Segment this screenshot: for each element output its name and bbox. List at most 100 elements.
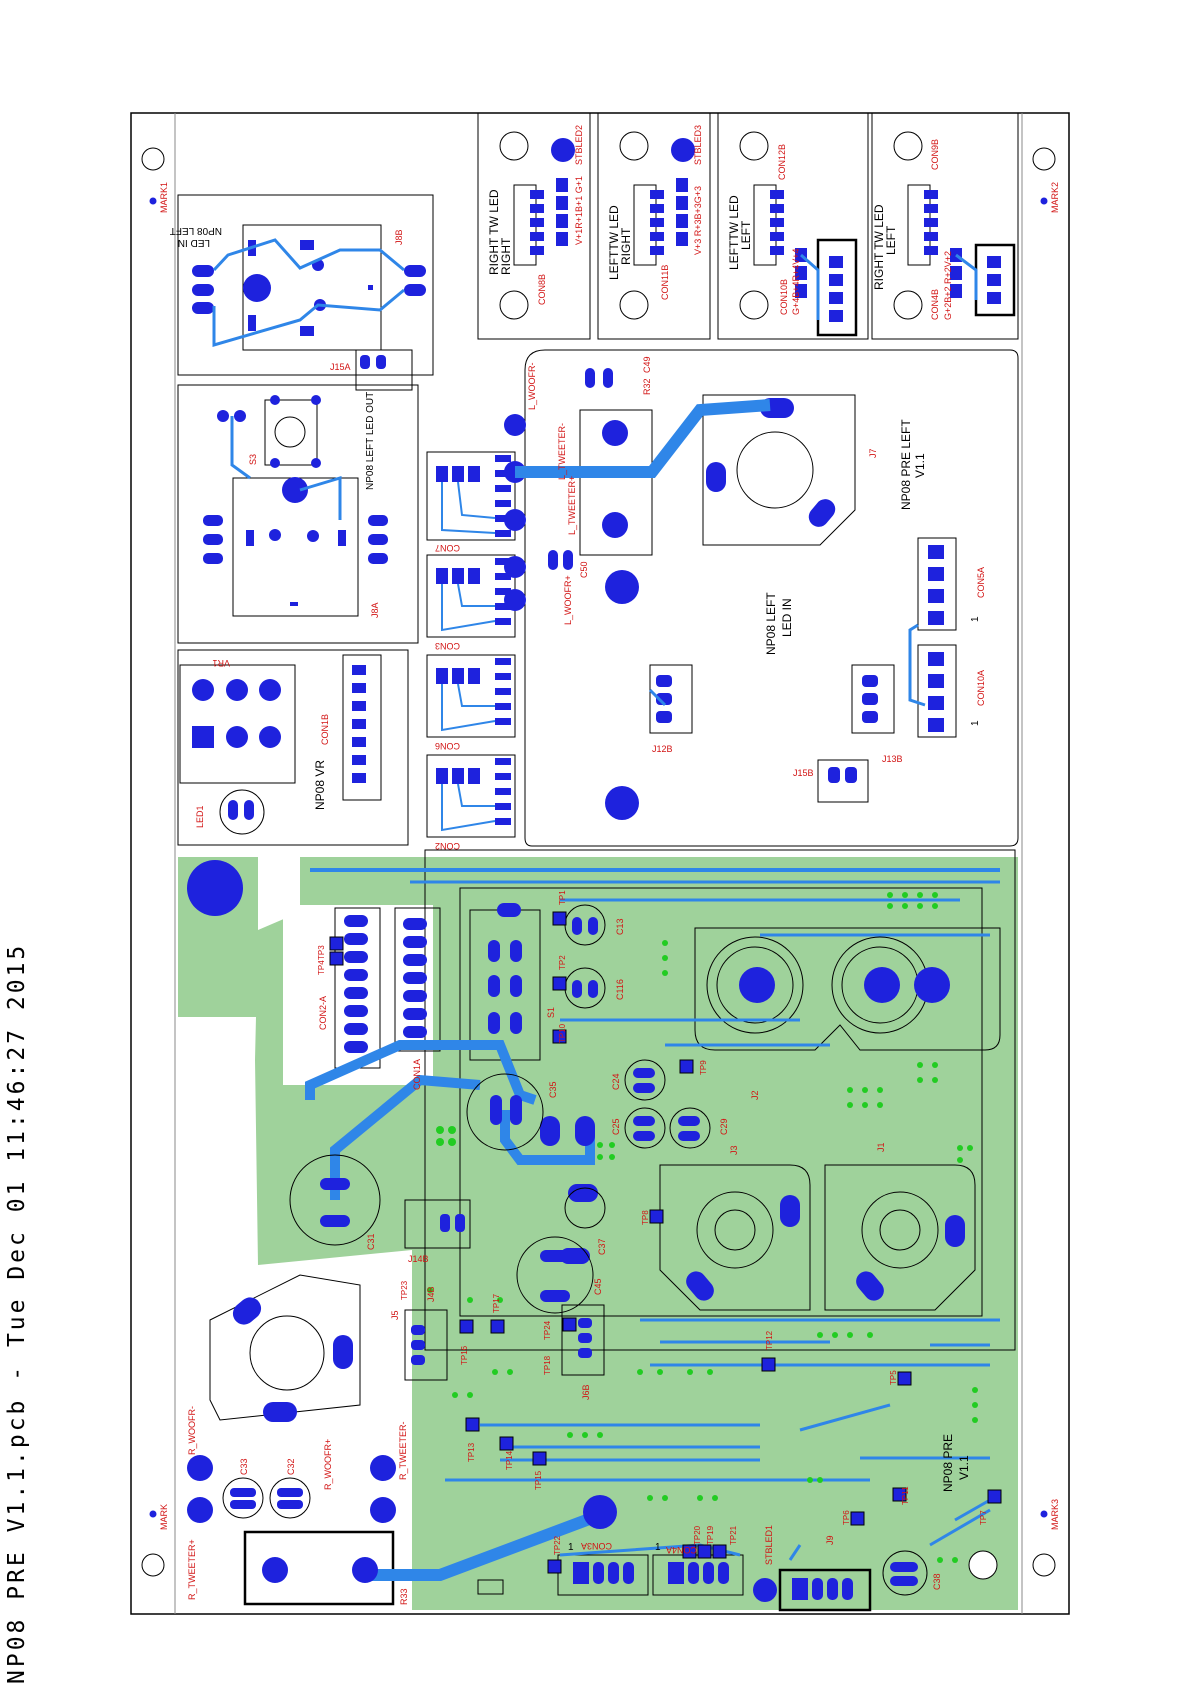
c50-label: C50 bbox=[579, 561, 589, 578]
con-traces bbox=[441, 481, 496, 832]
pre-left-module bbox=[524, 349, 1019, 847]
mod4-con2: CON9B bbox=[930, 139, 940, 170]
j3-label: J3 bbox=[729, 1145, 739, 1155]
l-woofr-plus: L_WOOFR+ bbox=[563, 575, 573, 625]
led-out-sw: S3 bbox=[248, 454, 258, 465]
mod2-con: CON11B bbox=[660, 265, 670, 300]
tp-label: TP7 bbox=[979, 1510, 988, 1525]
pre-left-pads bbox=[504, 368, 944, 820]
left-led-in-traces bbox=[212, 238, 405, 347]
j9-label: J9 bbox=[825, 1535, 835, 1545]
pin-one-c: 1 bbox=[568, 1542, 574, 1553]
pin-one-b: 1 bbox=[970, 720, 981, 726]
tp-label: TP1 bbox=[558, 890, 567, 905]
mod4-pins: G+2B+2 R+2V+2 bbox=[943, 251, 953, 320]
left-led-sub: LED IN bbox=[178, 237, 210, 248]
led-modules bbox=[477, 112, 1019, 340]
pre-left-title: NP08 PRE LEFT bbox=[899, 419, 913, 510]
tp-label: TP21 bbox=[729, 1525, 738, 1545]
mod1-stb: STBLED2 bbox=[574, 125, 584, 165]
j4b-label: J4B bbox=[426, 1286, 436, 1302]
l-tweeter-plus: L_TWEETER+ bbox=[567, 476, 577, 535]
mod2-sub: RIGHT bbox=[619, 227, 633, 265]
tp-label: TP17 bbox=[492, 1293, 501, 1313]
mark3-label: MARK3 bbox=[1050, 1499, 1060, 1530]
mod2-stb: STBLED3 bbox=[693, 125, 703, 165]
j6b-label: J6B bbox=[581, 1384, 591, 1400]
mod1-pins: V+1R+1B+1 G+1 bbox=[574, 176, 584, 245]
pre-traces bbox=[305, 868, 1000, 1581]
tp-label: TP23 bbox=[400, 1280, 409, 1300]
j13b-label: J13B bbox=[882, 754, 903, 764]
led-out-j: J8A bbox=[370, 602, 380, 618]
pre-left-led-sub: LED IN bbox=[780, 598, 794, 637]
j2-label: J2 bbox=[750, 1090, 760, 1100]
left-led-j15: J15A bbox=[330, 362, 351, 372]
c49-label: C49 bbox=[642, 356, 652, 373]
con3a-label: CON3A bbox=[581, 1541, 612, 1551]
tp-label: TP24 bbox=[543, 1320, 552, 1340]
fiducials bbox=[141, 147, 1056, 1577]
mark1-label: MARK1 bbox=[159, 182, 169, 213]
capacitors bbox=[222, 904, 928, 1596]
vr-led: LED1 bbox=[195, 805, 205, 828]
tp-label: TP18 bbox=[543, 1355, 552, 1375]
c13-label: C13 bbox=[615, 918, 625, 935]
con-label-4: CON2 bbox=[435, 841, 460, 851]
pre-left-ver: V1.1 bbox=[913, 453, 927, 478]
test-points bbox=[329, 911, 1002, 1574]
c32-label: C32 bbox=[286, 1458, 296, 1475]
j12b-label: J12B bbox=[652, 744, 673, 754]
left-led-title: NP08 LEFT bbox=[170, 225, 222, 236]
j15b-label: J15B bbox=[793, 768, 814, 778]
left-led-j: J8B bbox=[394, 229, 404, 245]
vr-label: VR1 bbox=[212, 658, 230, 668]
tp-label: TP20 bbox=[693, 1525, 702, 1545]
mark-label: MARK bbox=[159, 1504, 169, 1530]
led-module-traces bbox=[800, 253, 978, 320]
mod3-con: CON10B bbox=[779, 279, 789, 315]
tp-label: TP10 bbox=[558, 1023, 567, 1043]
pre-title: NP08 PRE bbox=[941, 1434, 955, 1492]
mod1-title: RIGHT TW LED bbox=[487, 189, 501, 275]
led-out-pads bbox=[203, 395, 388, 606]
tp-label: TP14 bbox=[505, 1450, 514, 1470]
con4a-label: CON4A bbox=[666, 1545, 697, 1555]
con-label-1: CON7 bbox=[435, 543, 460, 553]
led-out-module bbox=[177, 384, 419, 644]
r-tweeter-plus: R_TWEETER+ bbox=[187, 1539, 197, 1600]
j1-label: J1 bbox=[876, 1142, 886, 1152]
mod3-sub: LEFT bbox=[739, 220, 753, 250]
pre-left-led-title: NP08 LEFT bbox=[764, 592, 778, 655]
pre-left-traces bbox=[515, 399, 926, 707]
con-label-3: CON6 bbox=[435, 741, 460, 751]
file-title: NP08 PRE V1.1.pcb - Tue Dec 01 11:46:27 … bbox=[4, 942, 30, 1684]
c31-label: C31 bbox=[366, 1233, 376, 1250]
led-module-pads bbox=[530, 138, 1001, 322]
mod3-pins: G+4B+4R+4V+4 bbox=[791, 248, 801, 315]
mounting-hole bbox=[968, 1550, 998, 1580]
led-out-traces bbox=[230, 416, 342, 520]
pin-one-a: 1 bbox=[970, 616, 981, 622]
led-out-title: NP08 LEFT LED OUT bbox=[365, 392, 376, 490]
mod1-sub: RIGHT bbox=[499, 237, 513, 275]
mod4-title: RIGHT TW LED bbox=[872, 204, 886, 290]
j7-label: J7 bbox=[868, 448, 878, 458]
con5a-label: CON5A bbox=[976, 567, 986, 598]
r-woofr-plus: R_WOOFR+ bbox=[323, 1439, 333, 1490]
vr-title: NP08 VR bbox=[313, 760, 327, 810]
tp-label: TP12 bbox=[765, 1330, 774, 1350]
tp-label: TP8 bbox=[641, 1210, 650, 1225]
c33-label: C33 bbox=[239, 1458, 249, 1475]
pre-ver: V1.1 bbox=[957, 1455, 971, 1480]
c25-label: C25 bbox=[611, 1118, 621, 1135]
r32-label: R32 bbox=[642, 378, 652, 395]
c116-label: C116 bbox=[615, 979, 625, 1000]
mod2-title: LEFTTW LED bbox=[607, 205, 621, 280]
tp-label: TP16 bbox=[460, 1345, 469, 1365]
tp-label: TP5 bbox=[889, 1370, 898, 1385]
mod4-con: CON4B bbox=[930, 289, 940, 320]
mod3-con2: CON12B bbox=[777, 144, 787, 180]
mod2-pins: V+3 R+3B+3G+3 bbox=[693, 186, 703, 255]
mod1-con: CON8B bbox=[537, 274, 547, 305]
